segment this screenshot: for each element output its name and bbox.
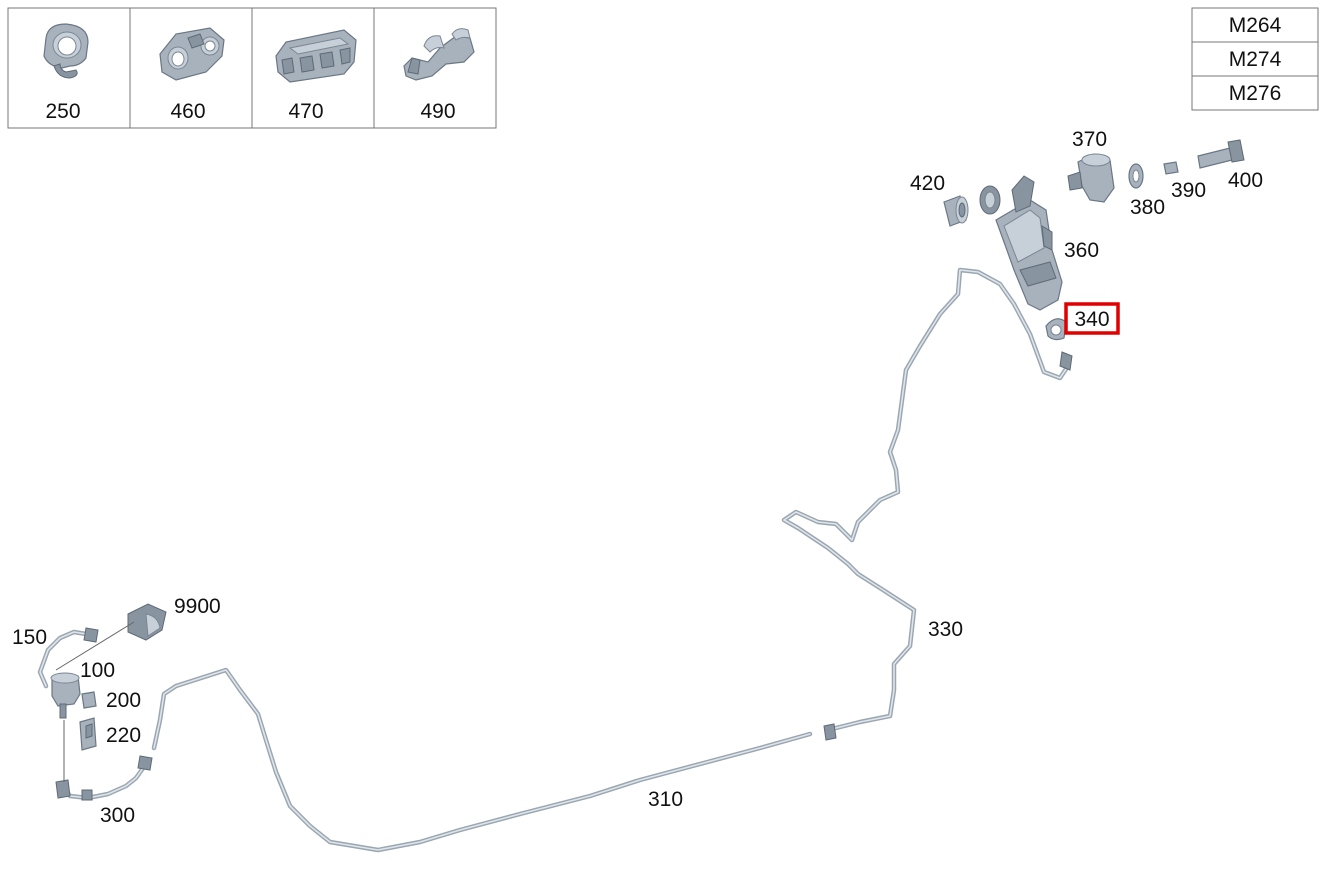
component-220[interactable] xyxy=(79,717,97,751)
callout-330: 330 xyxy=(928,618,963,641)
valve-370[interactable] xyxy=(1067,153,1115,203)
component-420[interactable] xyxy=(943,195,969,227)
component-200[interactable] xyxy=(81,691,97,709)
component-100[interactable] xyxy=(50,672,81,719)
line-310-330[interactable] xyxy=(151,267,1073,853)
callout-390: 390 xyxy=(1171,179,1206,202)
callout-340[interactable]: 340 xyxy=(1074,308,1109,331)
callout-400: 400 xyxy=(1228,169,1263,192)
component-9900[interactable] xyxy=(127,603,167,641)
legend-label-490: 490 xyxy=(420,100,455,123)
canister-360[interactable] xyxy=(979,175,1063,311)
callout-360: 360 xyxy=(1064,239,1099,262)
engine-cell-2[interactable] xyxy=(1191,41,1319,77)
legend-label-250: 250 xyxy=(45,100,80,123)
callout-220: 220 xyxy=(106,724,141,747)
clip-250-icon xyxy=(43,23,89,79)
sleeve-390[interactable] xyxy=(1163,161,1179,175)
callout-9900: 9900 xyxy=(174,595,221,618)
leader-9900 xyxy=(55,621,135,671)
engine-label-m276: M276 xyxy=(1229,82,1282,105)
clip-470-icon xyxy=(275,29,357,83)
small-parts-legend: 250 460 470 490 xyxy=(7,7,497,129)
line-300[interactable] xyxy=(55,755,153,801)
bolt-400[interactable] xyxy=(1197,139,1245,169)
engine-label-m274: M274 xyxy=(1229,48,1282,71)
highlight-box-340 xyxy=(1064,302,1120,335)
callout-370: 370 xyxy=(1072,128,1107,151)
ring-380[interactable] xyxy=(1128,163,1144,189)
engine-label-m264: M264 xyxy=(1229,14,1282,37)
engine-variant-table: M264 M274 M276 xyxy=(1191,7,1319,111)
callout-380: 380 xyxy=(1130,196,1165,219)
callout-150: 150 xyxy=(12,626,47,649)
legend-label-470: 470 xyxy=(288,100,323,123)
engine-cell-3[interactable] xyxy=(1191,75,1319,111)
clamp-340[interactable] xyxy=(1045,318,1067,341)
line-150[interactable] xyxy=(37,627,99,689)
callout-420: 420 xyxy=(910,172,945,195)
legend-label-460: 460 xyxy=(170,100,205,123)
clip-460-icon xyxy=(159,27,225,81)
callout-100: 100 xyxy=(80,659,115,682)
callout-310: 310 xyxy=(648,788,683,811)
clip-490-icon xyxy=(403,28,475,81)
callout-300: 300 xyxy=(100,804,135,827)
callout-200: 200 xyxy=(106,689,141,712)
